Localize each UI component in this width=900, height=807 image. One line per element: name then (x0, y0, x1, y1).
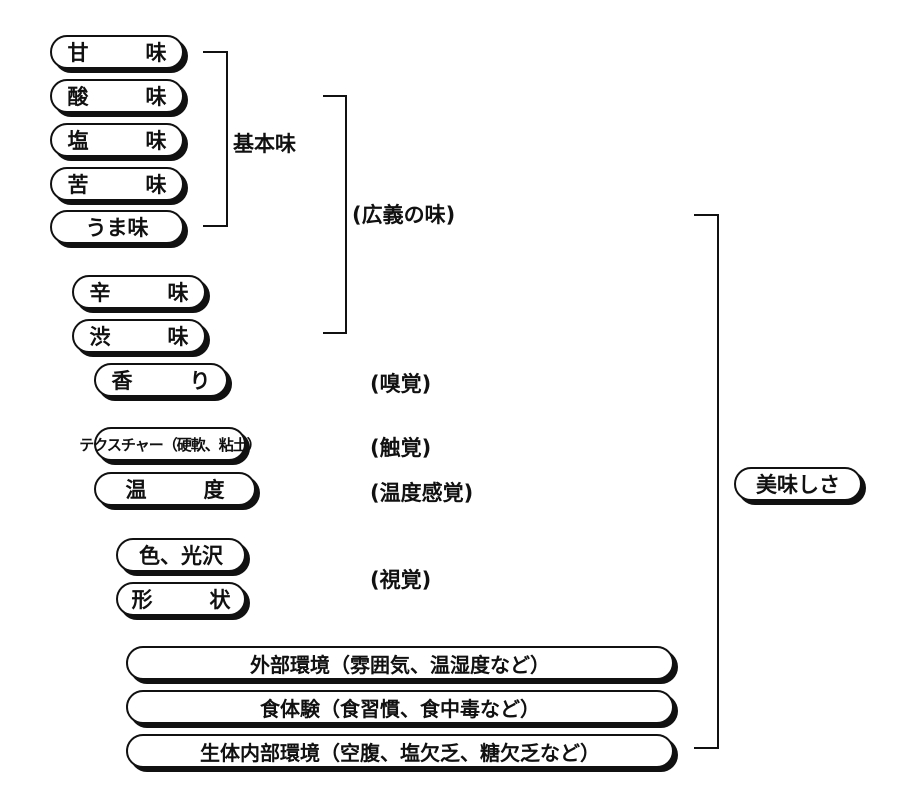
taste-umami: うま味 (50, 210, 184, 244)
broad-taste-bracket (323, 95, 347, 334)
taste-spicy: 辛 味 (72, 275, 206, 309)
label-broad-taste: (広義の味) (352, 203, 456, 227)
label-temperature-sense: (温度感覚) (370, 481, 474, 505)
taste-salty: 塩 味 (50, 123, 184, 157)
internal-environment: 生体内部環境（空腹、塩欠乏、糖欠乏など） (126, 734, 674, 768)
label-smell: (嗅覚) (370, 372, 432, 396)
label-vision: (視覚) (370, 568, 432, 592)
taste-sour: 酸 味 (50, 79, 184, 113)
taste-bitter: 苦 味 (50, 167, 184, 201)
color-gloss: 色、光沢 (116, 538, 246, 572)
aroma: 香 り (94, 363, 228, 397)
external-environment: 外部環境（雰囲気、温湿度など） (126, 646, 674, 680)
shape: 形 状 (116, 582, 246, 616)
deliciousness-bracket (694, 214, 719, 749)
label-basic-taste: 基本味 (233, 132, 296, 156)
deliciousness: 美味しさ (734, 467, 862, 501)
taste-astringent: 渋 味 (72, 319, 206, 353)
taste-sweet: 甘 味 (50, 35, 184, 69)
temperature: 温 度 (94, 472, 256, 506)
texture: テクスチャー（硬軟、粘土） (79, 427, 262, 461)
label-touch: (触覚) (370, 436, 432, 460)
basic-taste-bracket (203, 51, 228, 227)
food-experience: 食体験（食習慣、食中毒など） (126, 690, 674, 724)
